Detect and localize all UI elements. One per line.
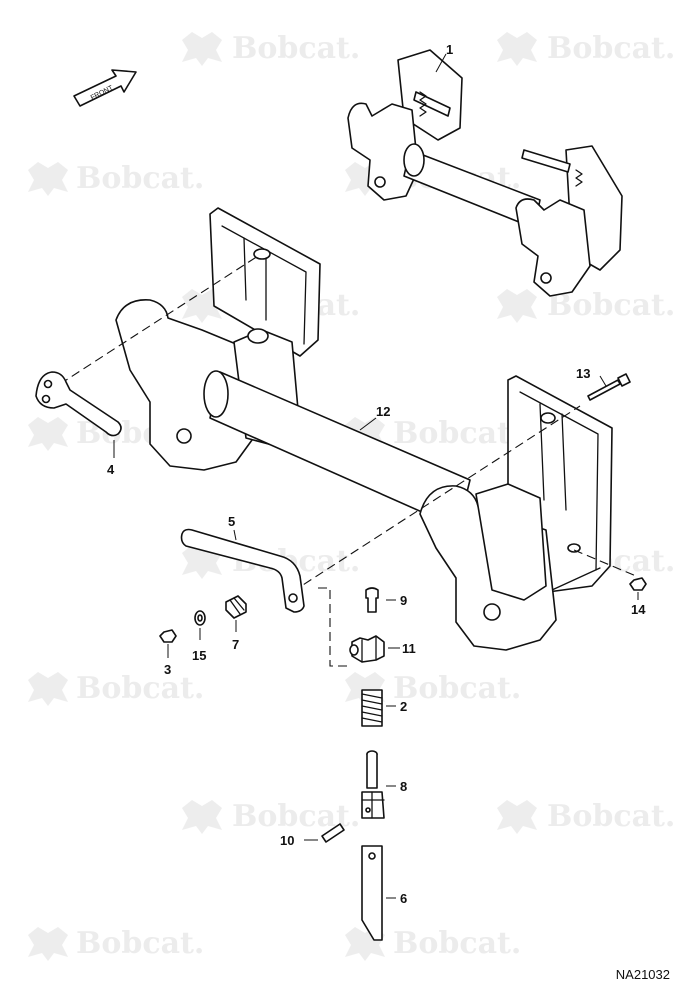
callout-4: 4 [107, 462, 115, 477]
quick-tach-assembly-small: 1 [347, 42, 623, 297]
assembly-lines [59, 255, 637, 667]
watermark-text: Bobcat. [393, 926, 521, 961]
callout-15: 15 [192, 648, 206, 663]
callout-5: 5 [228, 514, 235, 529]
part-8-shaft: 8 [361, 750, 407, 819]
part-13-bolt: 13 [576, 366, 631, 401]
watermark-6: Bobcat. [497, 288, 675, 323]
leader-line [359, 417, 377, 431]
part-4-lever: 4 [35, 371, 122, 477]
part-15-washer: 15 [192, 610, 206, 663]
callout-2: 2 [400, 699, 407, 714]
callout-1: 1 [446, 42, 453, 57]
watermark-text: Bobcat. [76, 926, 204, 961]
callout-9: 9 [400, 593, 407, 608]
watermark-text: Bobcat. [76, 671, 204, 706]
callout-10: 10 [280, 833, 294, 848]
part-3-nut: 3 [159, 629, 177, 677]
bobcat-logo-icon [497, 32, 537, 66]
watermark-8: Bobcat. [345, 416, 521, 451]
part-7-bushing: 7 [225, 595, 247, 652]
callout-14: 14 [631, 602, 646, 617]
callout-3: 3 [164, 662, 171, 677]
watermark-text: Bobcat. [232, 31, 360, 66]
bobcat-logo-icon [182, 289, 222, 323]
watermark-12: Bobcat. [345, 671, 521, 706]
front-direction-arrow-icon: FRONT [73, 69, 137, 107]
quick-tach-frame-large: 12 [115, 207, 613, 651]
bobcat-logo-icon [28, 162, 68, 196]
watermark-15: Bobcat. [28, 926, 204, 961]
drawing-number: NA21032 [615, 967, 670, 982]
watermark-11: Bobcat. [28, 671, 204, 706]
part-2-spring: 2 [361, 689, 407, 727]
part-10-pin: 10 [280, 823, 345, 848]
watermark-16: Bobcat. [345, 926, 521, 961]
callout-12: 12 [376, 404, 390, 419]
watermark-text: Bobcat. [76, 161, 204, 196]
watermark-3: Bobcat. [28, 161, 204, 196]
bobcat-logo-icon [497, 800, 537, 834]
bobcat-logo-icon [182, 800, 222, 834]
watermark-14: Bobcat. [497, 799, 675, 834]
bobcat-logo-icon [28, 927, 68, 961]
part-9-screw: 9 [365, 587, 407, 613]
watermark-text: Bobcat. [547, 288, 675, 323]
part-6-wedge: 6 [361, 845, 407, 941]
bobcat-logo-icon [182, 32, 222, 66]
callout-7: 7 [232, 637, 239, 652]
bobcat-logo-icon [497, 289, 537, 323]
watermark-text: Bobcat. [393, 416, 521, 451]
watermark-2: Bobcat. [497, 31, 675, 66]
leader-line [599, 375, 607, 387]
watermark-text: Bobcat. [547, 31, 675, 66]
leader-line [233, 529, 237, 541]
leader-line [435, 53, 447, 73]
bobcat-logo-icon [28, 417, 68, 451]
watermark-layer: Bobcat. Bobcat. Bobcat. Bobcat. Bobcat. … [28, 31, 675, 961]
watermark-text: Bobcat. [393, 671, 521, 706]
watermark-text: Bobcat. [547, 799, 675, 834]
callout-11: 11 [402, 641, 416, 656]
callout-13: 13 [576, 366, 590, 381]
part-5-lever: 5 [180, 514, 305, 613]
watermark-1: Bobcat. [182, 31, 360, 66]
part-14-nut: 14 [629, 577, 647, 617]
part-11-block: 11 [349, 635, 416, 663]
callout-6: 6 [400, 891, 407, 906]
bobcat-logo-icon [28, 672, 68, 706]
callout-8: 8 [400, 779, 407, 794]
